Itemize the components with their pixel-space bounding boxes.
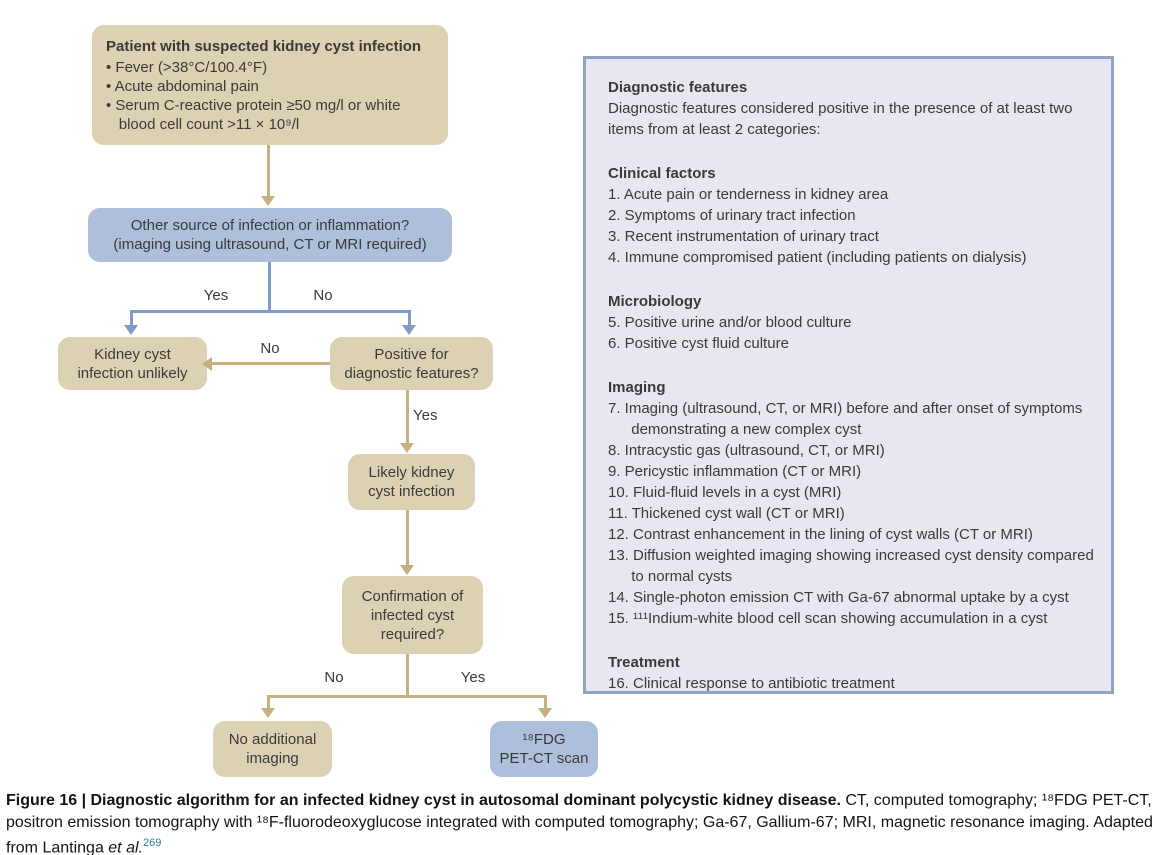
connector-question-branch xyxy=(130,310,411,313)
connector-branch-yes xyxy=(130,310,133,325)
list-item: 11. Thickened cyst wall (CT or MRI) xyxy=(608,505,845,522)
caption-bold-title: Figure 16 | Diagnostic algorithm for an … xyxy=(6,792,841,809)
list-item: 9. Pericystic inflammation (CT or MRI) xyxy=(608,463,862,480)
list-item: 16. Clinical response to antibiotic trea… xyxy=(608,675,895,692)
list-item: 2. Symptoms of urinary tract infection xyxy=(608,207,856,224)
node-fdg-petct-scan: ¹⁸FDG PET-CT scan xyxy=(490,721,598,777)
list-item: 12. Contrast enhancement in the lining o… xyxy=(608,526,1033,543)
node-confirmation-required: Confirmation of infected cyst required? xyxy=(342,576,483,654)
list-item: 6. Positive cyst fluid culture xyxy=(608,335,789,352)
connector-start-to-question xyxy=(267,145,270,196)
label-other-source-yes: Yes xyxy=(203,287,229,304)
node-line: ¹⁸FDG xyxy=(522,731,566,748)
node-line: Positive for xyxy=(374,345,449,363)
connector-likely-to-confirm xyxy=(406,510,409,565)
node-line: infected cyst xyxy=(370,606,455,624)
arrowhead-down-icon xyxy=(538,708,552,718)
arrowhead-down-icon xyxy=(400,443,414,453)
bullet-crp-wbc: • Serum C-reactive protein ≥50 mg/l or w… xyxy=(106,96,401,133)
node-line: imaging xyxy=(246,750,299,767)
connector-confirm-branch xyxy=(267,695,547,698)
connector-confirm-no xyxy=(267,695,270,708)
connector-features-yes xyxy=(406,390,409,443)
node-line: infection unlikely xyxy=(77,364,188,382)
node-positive-diagnostic-features: Positive for diagnostic features? xyxy=(330,337,493,390)
question-line: Other source of infection or inflammatio… xyxy=(130,217,410,234)
arrowhead-down-icon xyxy=(402,325,416,335)
node-line: PET-CT scan xyxy=(499,750,589,767)
node-likely-infection: Likely kidney cyst infection xyxy=(348,454,475,510)
section-treatment: Treatment 16. Clinical response to antib… xyxy=(608,652,1095,694)
label-other-source-no: No xyxy=(313,287,333,304)
section-clinical-factors: Clinical factors 1. Acute pain or tender… xyxy=(608,163,1095,268)
node-other-source-question: Other source of infection or inflammatio… xyxy=(88,208,452,262)
connector-question-stem xyxy=(268,262,271,310)
label-features-yes: Yes xyxy=(413,407,438,424)
node-infection-unlikely: Kidney cyst infection unlikely xyxy=(58,337,207,390)
arrowhead-down-icon xyxy=(261,196,275,206)
connector-features-no xyxy=(211,362,330,365)
figure-caption: Figure 16 | Diagnostic algorithm for an … xyxy=(6,790,1154,855)
section-heading: Microbiology xyxy=(608,293,702,310)
panel-title: Diagnostic features xyxy=(608,79,748,96)
list-item: 10. Fluid-fluid levels in a cyst (MRI) xyxy=(608,484,842,501)
list-item: 8. Intracystic gas (ultrasound, CT, or M… xyxy=(608,442,885,459)
node-line: No additional xyxy=(228,731,317,748)
node-title: Patient with suspected kidney cyst infec… xyxy=(106,37,422,55)
section-heading: Clinical factors xyxy=(608,165,716,182)
bullet-abdominal-pain: • Acute abdominal pain xyxy=(106,77,259,95)
section-heading: Treatment xyxy=(608,654,680,671)
label-confirm-no: No xyxy=(324,669,344,686)
list-item: 15. ¹¹¹Indium-white blood cell scan show… xyxy=(608,610,1048,627)
panel-intro: Diagnostic features considered positive … xyxy=(608,100,1073,138)
node-line: Likely kidney xyxy=(368,464,455,481)
node-line: Kidney cyst xyxy=(94,345,171,363)
list-item: 1. Acute pain or tenderness in kidney ar… xyxy=(608,186,889,203)
diagnostic-features-panel: Diagnostic features Diagnostic features … xyxy=(583,56,1114,694)
reference-link[interactable]: 269 xyxy=(142,837,162,849)
node-line: Confirmation of xyxy=(361,587,464,605)
caption-et-al: et al. xyxy=(108,839,143,855)
label-features-no: No xyxy=(260,340,280,357)
arrowhead-down-icon xyxy=(124,325,138,335)
connector-confirm-yes xyxy=(544,695,547,708)
label-confirm-yes: Yes xyxy=(460,669,486,686)
node-line: diagnostic features? xyxy=(344,364,479,382)
question-line: (imaging using ultrasound, CT or MRI req… xyxy=(113,236,427,253)
arrowhead-down-icon xyxy=(261,708,275,718)
list-item: 14. Single-photon emission CT with Ga-67… xyxy=(608,589,1069,606)
list-item: 7. Imaging (ultrasound, CT, or MRI) befo… xyxy=(608,400,1083,438)
connector-branch-no xyxy=(408,310,411,325)
list-item: 5. Positive urine and/or blood culture xyxy=(608,314,852,331)
node-patient-suspected-infection: Patient with suspected kidney cyst infec… xyxy=(92,25,448,145)
list-item: 3. Recent instrumentation of urinary tra… xyxy=(608,228,879,245)
node-line: cyst infection xyxy=(368,483,455,500)
arrowhead-down-icon xyxy=(400,565,414,575)
caption-abbreviations: CT, computed tomography; ¹⁸FDG PET-CT, p… xyxy=(6,792,1153,855)
arrowhead-left-icon xyxy=(202,357,212,371)
list-item: 13. Diffusion weighted imaging showing i… xyxy=(608,547,1094,585)
section-heading: Imaging xyxy=(608,379,666,396)
section-microbiology: Microbiology 5. Positive urine and/or bl… xyxy=(608,291,1095,354)
section-imaging: Imaging 7. Imaging (ultrasound, CT, or M… xyxy=(608,377,1095,629)
node-line: required? xyxy=(380,625,445,643)
list-item: 4. Immune compromised patient (including… xyxy=(608,249,1027,266)
connector-confirm-stem xyxy=(406,654,409,695)
bullet-fever: • Fever (>38°C/100.4°F) xyxy=(106,58,268,76)
node-no-additional-imaging: No additional imaging xyxy=(213,721,332,777)
